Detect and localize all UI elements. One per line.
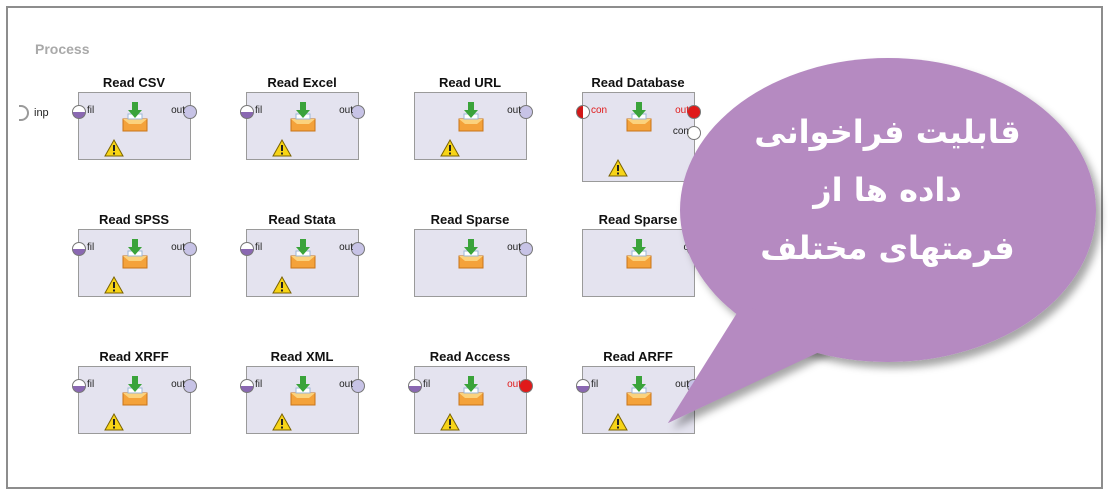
operator-title: Read Sparse (598, 212, 678, 227)
input-port-label: fil (255, 379, 263, 390)
operator-title: Read SPSS (98, 212, 170, 227)
warning-icon (608, 413, 628, 431)
input-port-label: con (591, 105, 608, 116)
output-port[interactable] (519, 105, 533, 119)
operator-body[interactable]: fil out (576, 366, 701, 434)
operator-body[interactable]: out (414, 92, 533, 160)
input-port[interactable] (240, 242, 254, 256)
process-input-port[interactable] (19, 105, 29, 121)
output-port[interactable] (351, 242, 365, 256)
warning-icon (272, 276, 292, 294)
connection-output-port[interactable] (687, 126, 701, 140)
operator-title: Read Stata (268, 212, 336, 227)
input-port-label: fil (591, 379, 599, 390)
read-data-icon (458, 376, 484, 406)
input-port[interactable] (72, 242, 86, 256)
operator-body[interactable]: fil out (72, 366, 197, 434)
output-port[interactable] (519, 242, 533, 256)
operator-body[interactable]: fil out (72, 229, 197, 297)
operator-body[interactable]: fil out (240, 92, 365, 160)
operator-title: Read URL (438, 75, 502, 90)
input-port[interactable] (72, 105, 86, 119)
output-port-label: out (171, 379, 185, 390)
read-data-icon (458, 102, 484, 132)
callout-line-1: قابلیت فراخوانی (754, 113, 1021, 151)
warning-icon (272, 139, 292, 157)
input-port[interactable] (72, 379, 86, 393)
operator-title: Read ARFF (603, 349, 673, 364)
warning-icon (440, 139, 460, 157)
read-data-icon (626, 239, 652, 269)
output-port[interactable] (351, 379, 365, 393)
output-port-label: out (171, 105, 185, 116)
input-port-label: fil (87, 379, 95, 390)
input-port[interactable] (576, 379, 590, 393)
operator-title: Read CSV (102, 75, 166, 90)
read-data-icon (458, 239, 484, 269)
warning-icon (272, 413, 292, 431)
output-port-label: out (339, 379, 353, 390)
output-port-label: out (339, 105, 353, 116)
input-port[interactable] (576, 105, 590, 119)
output-port-label: out (675, 105, 689, 116)
callout-line-2: داده ها از (813, 171, 962, 209)
read-data-icon (122, 102, 148, 132)
warning-icon (104, 139, 124, 157)
process-input-port-label: inp (34, 107, 49, 119)
output-port-label: out (171, 242, 185, 253)
warning-icon (104, 413, 124, 431)
read-data-icon (290, 239, 316, 269)
output-port-label: out (507, 242, 521, 253)
read-data-icon (290, 376, 316, 406)
read-data-icon (290, 102, 316, 132)
operator-title: Read Excel (267, 75, 337, 90)
output-port[interactable] (687, 105, 701, 119)
warning-icon (608, 159, 628, 177)
warning-icon (440, 413, 460, 431)
input-port-label: fil (255, 105, 263, 116)
operator-title: Read Sparse (430, 212, 510, 227)
operator-title: Read XRFF (99, 349, 169, 364)
callout-line-3: فرمتهای مختلف (760, 229, 1015, 267)
read-data-icon (626, 102, 652, 132)
connection-output-port-label: con (672, 126, 689, 137)
operator-body[interactable]: o (582, 229, 701, 297)
operator-body[interactable]: fil out (240, 366, 365, 434)
output-port-label: out (339, 242, 353, 253)
read-data-icon (122, 376, 148, 406)
input-port[interactable] (240, 379, 254, 393)
output-port[interactable] (183, 105, 197, 119)
operator-title: Read Access (429, 349, 511, 364)
output-port-label: o (683, 242, 689, 253)
output-port[interactable] (687, 242, 701, 256)
operator-body[interactable]: fil out (72, 92, 197, 160)
output-port[interactable] (183, 379, 197, 393)
callout-text: قابلیت فراخوانی داده ها از فرمتهای مختلف (710, 103, 1065, 277)
operator-body[interactable]: con out con (576, 92, 701, 182)
output-port-label: out (507, 105, 521, 116)
input-port-label: fil (423, 379, 431, 390)
output-port[interactable] (519, 379, 533, 393)
output-port-label: out (507, 379, 521, 390)
input-port[interactable] (408, 379, 422, 393)
output-port[interactable] (183, 242, 197, 256)
output-port[interactable] (687, 379, 701, 393)
input-port[interactable] (240, 105, 254, 119)
operator-title: Read XML (270, 349, 334, 364)
input-port-label: fil (255, 242, 263, 253)
operator-body[interactable]: out (414, 229, 533, 297)
process-label: Process (35, 41, 90, 57)
operator-title: Read Database (591, 75, 685, 90)
read-data-icon (626, 376, 652, 406)
input-port-label: fil (87, 105, 95, 116)
output-port[interactable] (351, 105, 365, 119)
output-port-label: out (675, 379, 689, 390)
read-data-icon (122, 239, 148, 269)
warning-icon (104, 276, 124, 294)
input-port-label: fil (87, 242, 95, 253)
operator-body[interactable]: fil out (408, 366, 533, 434)
operator-body[interactable]: fil out (240, 229, 365, 297)
